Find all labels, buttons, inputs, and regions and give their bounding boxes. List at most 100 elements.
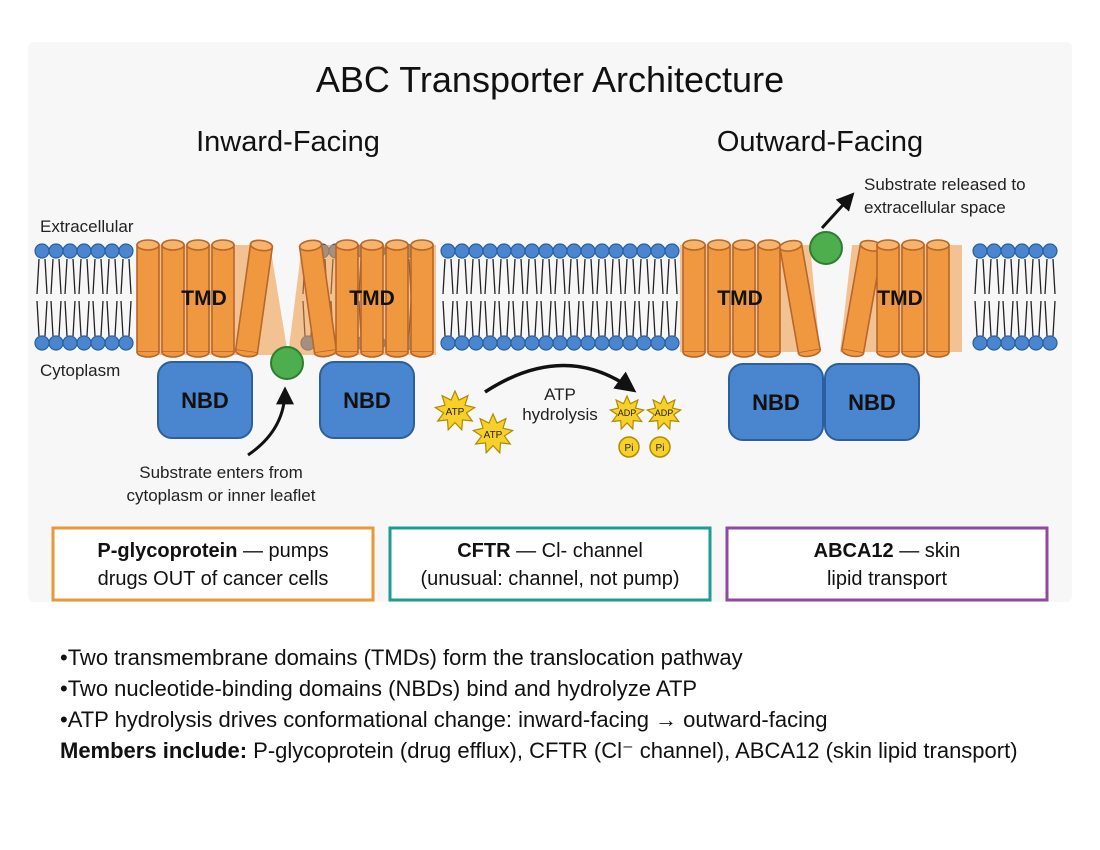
lipid-tail	[652, 300, 664, 337]
lipid-head	[636, 243, 652, 259]
extracellular-label: Extracellular	[40, 217, 134, 236]
lipid-head	[594, 335, 610, 351]
substrate-enters-line-2: cytoplasm or inner leaflet	[127, 486, 316, 505]
lipid-head	[104, 243, 120, 259]
lipid-tail	[512, 258, 524, 295]
tmd-label-inward-left: TMD	[181, 287, 227, 310]
lipid-head	[1028, 335, 1044, 351]
lipid-tail	[988, 258, 1000, 295]
lipid-tail	[568, 258, 580, 295]
lipid-head	[664, 243, 680, 259]
tmd-helix	[186, 239, 210, 358]
tmd-label-inward-right: TMD	[349, 287, 395, 310]
lipid-head	[1000, 335, 1016, 351]
lipid-head	[524, 243, 540, 259]
lipid-head	[524, 335, 540, 351]
lipid-tail	[442, 258, 454, 295]
tmd-helix	[385, 239, 409, 358]
svg-text:CFTR — Cl- channel: CFTR — Cl- channel	[457, 540, 643, 562]
example-desc2-abca12: lipid transport	[827, 568, 948, 590]
lipid-tail	[498, 258, 510, 295]
lipid-tail	[498, 300, 510, 337]
lipid-tail	[526, 258, 538, 295]
bullet-tmds: •Two transmembrane domains (TMDs) form t…	[60, 645, 743, 670]
lipid-tail	[92, 258, 104, 295]
atp-label-1: ATP	[446, 407, 465, 418]
lipid-head	[76, 243, 92, 259]
tmd-helix	[682, 239, 706, 358]
lipid-head	[650, 335, 666, 351]
lipid-tail	[120, 258, 132, 295]
tmd-label-outward-left: TMD	[717, 287, 763, 310]
tmd-helix	[757, 239, 781, 358]
lipid-head	[566, 243, 582, 259]
outward-facing-label: Outward-Facing	[717, 126, 923, 158]
lipid-head	[1000, 243, 1016, 259]
lipid-head	[552, 243, 568, 259]
example-box-pglycoprotein: P-glycoprotein — pumps drugs OUT of canc…	[51, 526, 375, 602]
lipid-head	[90, 335, 106, 351]
nbd-inward-left	[157, 361, 253, 439]
molecule-star	[433, 389, 477, 432]
inward-facing-label: Inward-Facing	[196, 126, 380, 158]
tmd-helix	[707, 239, 731, 358]
nbd-outward-right	[824, 363, 920, 441]
bullet-nbds: •Two nucleotide-binding domains (NBDs) b…	[60, 676, 698, 701]
lipid-head	[454, 243, 470, 259]
pi-label-2: Pi	[656, 443, 665, 454]
lipid-tail	[540, 300, 552, 337]
tmd-label-outward-right: TMD	[877, 287, 923, 310]
lipid-tail	[512, 300, 524, 337]
adp-molecule-2: ADP	[645, 394, 683, 431]
lipid-head	[440, 335, 456, 351]
members-text: P-glycoprotein (drug efflux), CFTR (Cl⁻ …	[247, 738, 1018, 763]
substrate-inward	[270, 346, 304, 380]
nbd-outward-left	[728, 363, 824, 441]
svg-text:P-glycoprotein — pumps: P-glycoprotein — pumps	[97, 540, 328, 562]
nbd-label-inward-left: NBD	[181, 388, 229, 413]
substrate-enters-line-1: Substrate enters from	[139, 463, 302, 482]
example-box-cftr: CFTR — Cl- channel (unusual: channel, no…	[388, 526, 712, 602]
molecule-star	[645, 394, 683, 431]
substrate-released-line-1: Substrate released to	[864, 175, 1026, 194]
lipid-tail	[624, 258, 636, 295]
lipid-tail	[50, 258, 62, 295]
lipid-tail	[582, 258, 594, 295]
lipid-head	[496, 243, 512, 259]
tmd-helix	[926, 239, 950, 358]
nbd-label-inward-right: NBD	[343, 388, 391, 413]
lipid-tail	[610, 258, 622, 295]
summary-bullets: •Two transmembrane domains (TMDs) form t…	[60, 642, 1060, 766]
lipid-tail	[596, 258, 608, 295]
lipid-tail	[92, 300, 104, 337]
lipid-head	[538, 335, 554, 351]
nbd-inward-right	[319, 361, 415, 439]
tmd-group	[136, 239, 962, 358]
diagram-title: ABC Transporter Architecture	[316, 59, 784, 100]
substrate-entry-arrow	[247, 386, 294, 457]
lipid-tail	[36, 258, 48, 295]
molecule-star	[608, 394, 646, 431]
lipid-head	[90, 243, 106, 259]
lipid-tail	[1044, 258, 1056, 295]
example-desc1-abca12: — skin	[894, 540, 961, 562]
lipid-tail	[624, 300, 636, 337]
pi-molecule-1: Pi	[618, 436, 640, 458]
lipid-head	[580, 335, 596, 351]
lipid-tail	[1016, 300, 1028, 337]
lipid-head	[552, 335, 568, 351]
lipid-tail	[120, 300, 132, 337]
lipid-head	[468, 243, 484, 259]
lipid-tail	[554, 300, 566, 337]
lipid-head	[1042, 335, 1058, 351]
lipid-head	[118, 243, 134, 259]
lipid-tail	[78, 300, 90, 337]
lipid-tail	[1030, 258, 1042, 295]
lipid-tail	[484, 258, 496, 295]
pi-label-1: Pi	[625, 443, 634, 454]
lipid-head	[664, 335, 680, 351]
cytoplasm-label: Cytoplasm	[40, 361, 120, 380]
tmd-helix	[901, 239, 925, 358]
lipid-tail	[64, 300, 76, 337]
lipid-head	[566, 335, 582, 351]
